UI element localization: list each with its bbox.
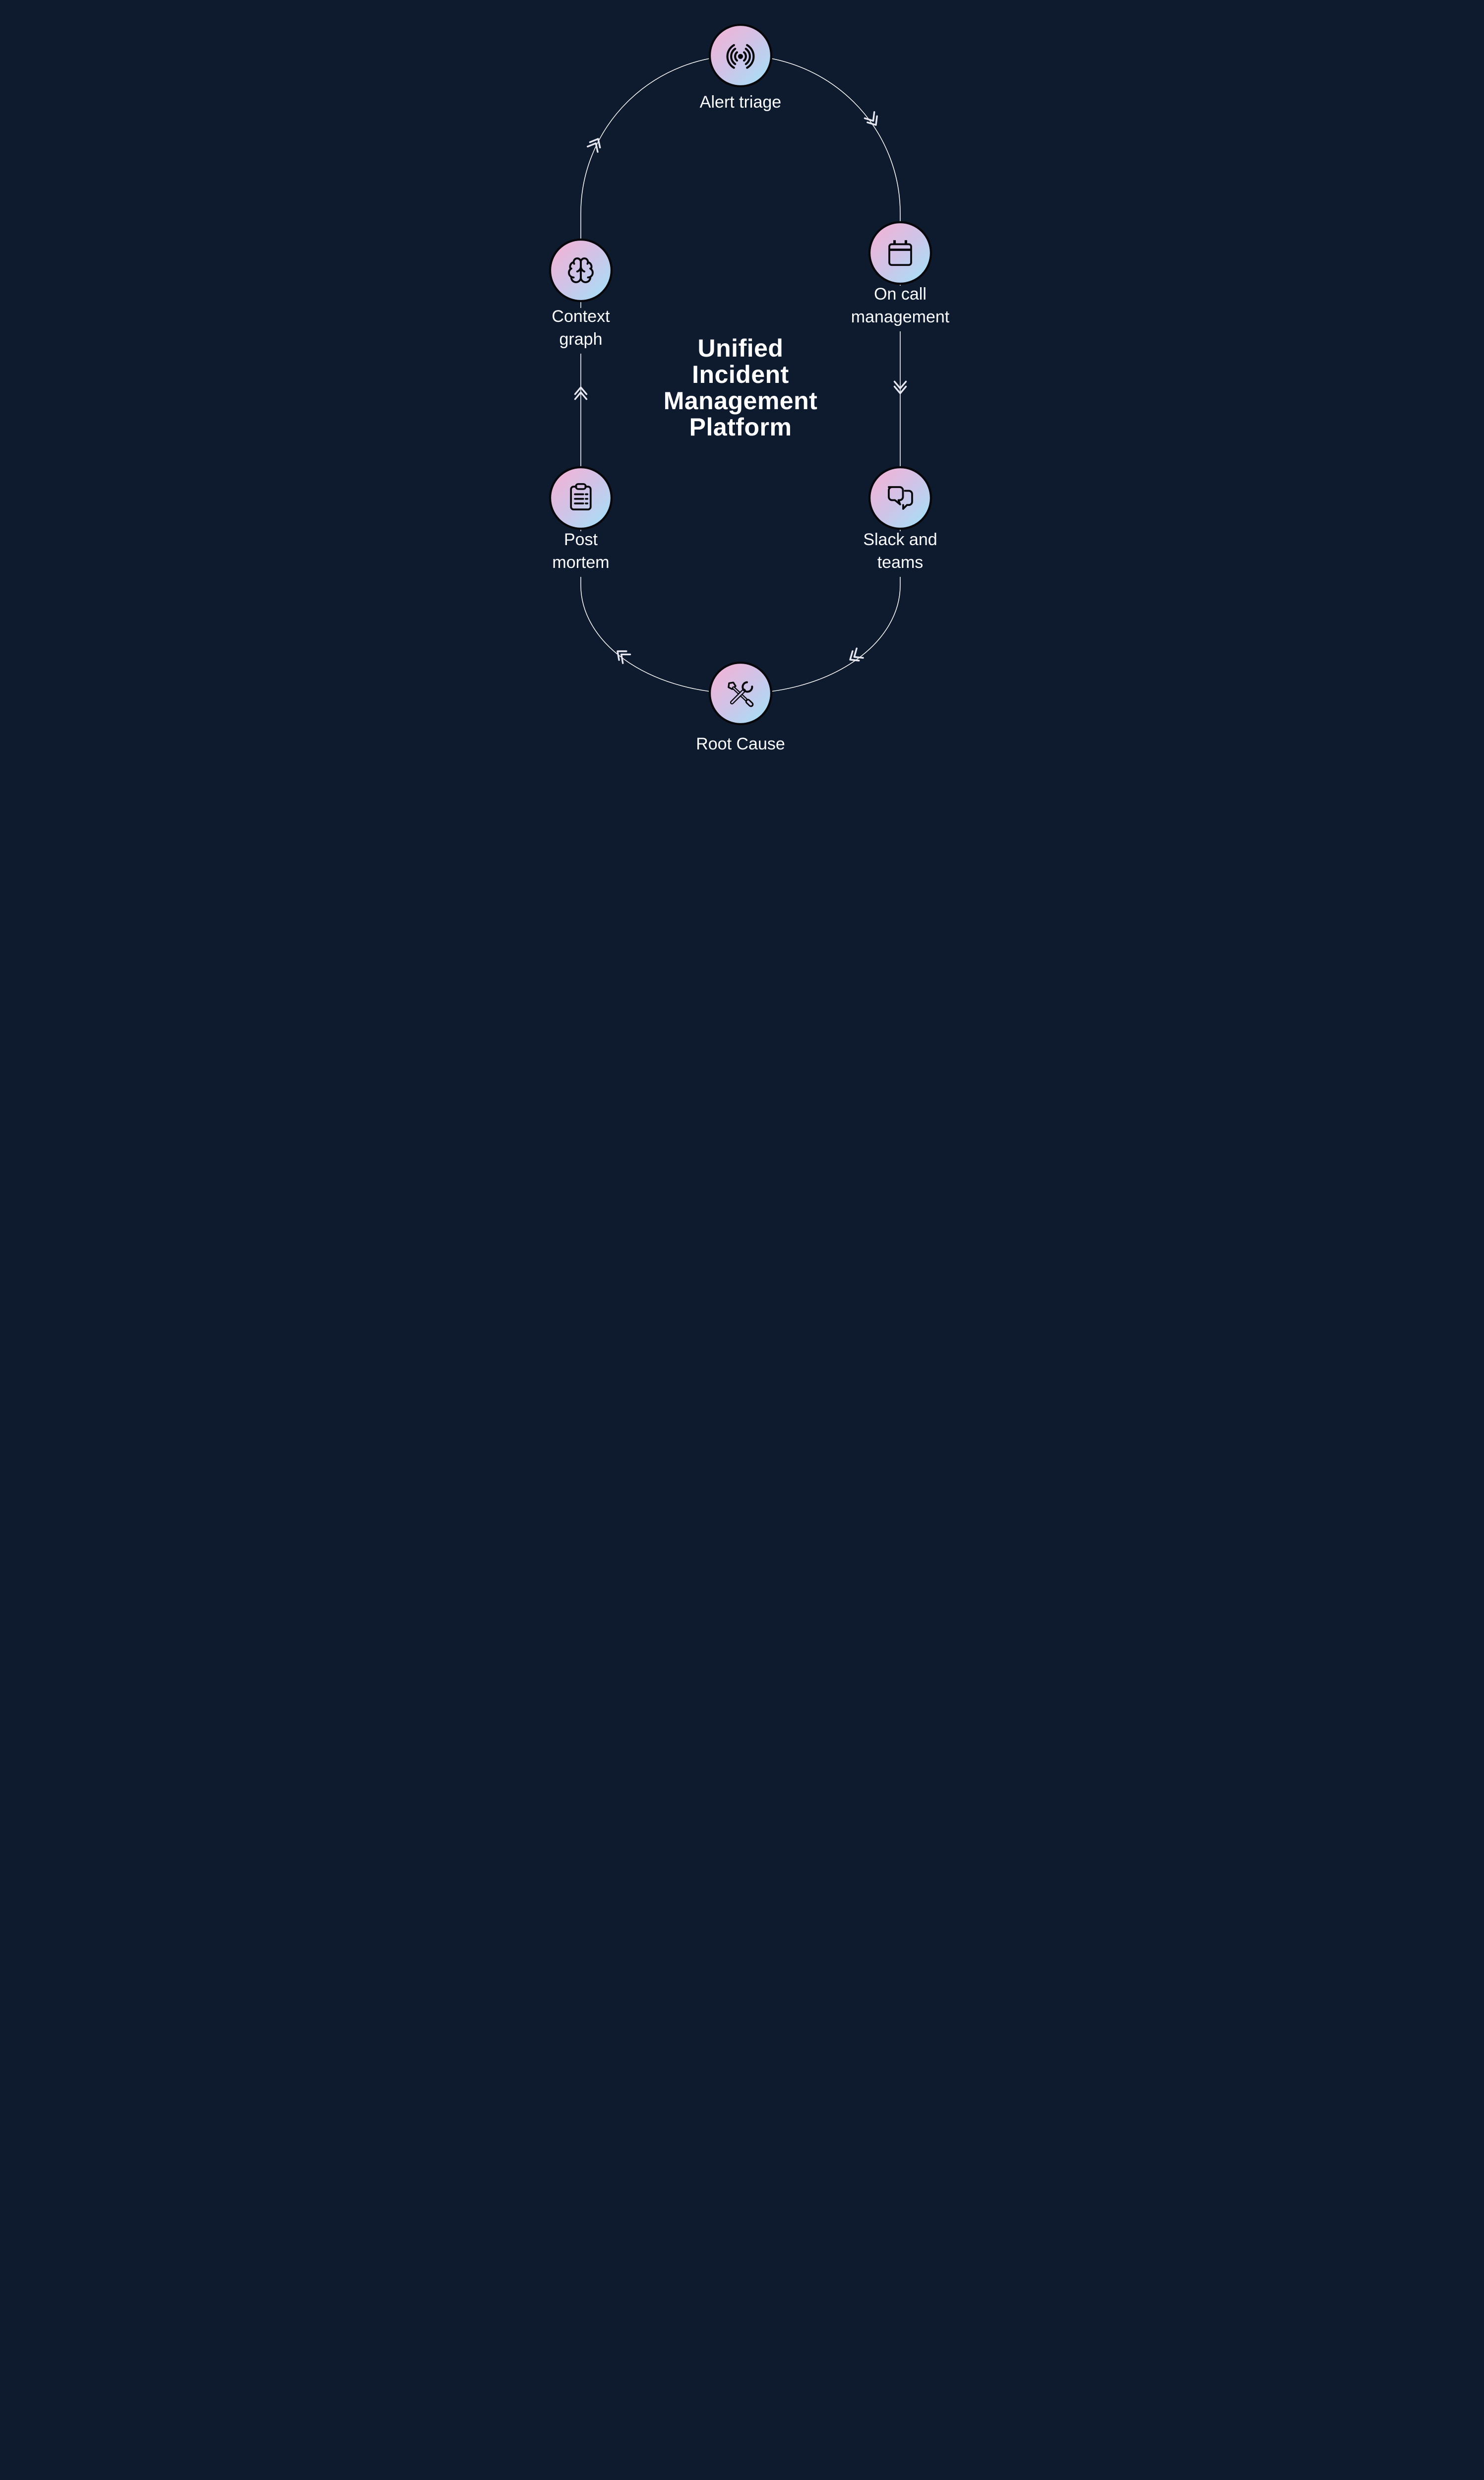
title-line-2: Incident xyxy=(692,361,789,388)
brain-icon xyxy=(567,257,594,283)
chevron-arrow-right-down-icon xyxy=(893,380,907,394)
node-circle xyxy=(868,466,932,530)
tools-icon xyxy=(727,681,753,707)
cycle-path xyxy=(580,55,901,694)
node-post-mortem xyxy=(549,466,613,530)
chevron-arrow-left-up-icon xyxy=(574,386,587,400)
incident-management-cycle-diagram: Alert triage On call management Slack an… xyxy=(510,0,974,782)
label-on-call-line1: On call xyxy=(874,285,927,304)
label-context-graph-line1: Context xyxy=(552,307,610,326)
label-root-cause: Root Cause xyxy=(696,735,785,753)
node-on-call-management xyxy=(868,221,932,285)
label-context-graph-line2: graph xyxy=(559,330,602,349)
clipboard-icon xyxy=(569,483,592,510)
label-post-mortem-line2: mortem xyxy=(552,553,609,572)
chat-bubbles-icon xyxy=(887,486,913,510)
label-on-call-line2: management xyxy=(851,308,949,326)
label-post-mortem-line1: Post xyxy=(563,530,598,549)
label-backdrop xyxy=(841,531,959,577)
label-slack-teams-line2: teams xyxy=(877,553,923,572)
label-slack-teams-line1: Slack and xyxy=(863,530,937,549)
title-line-1: Unified xyxy=(697,334,783,362)
title-line-3: Management xyxy=(663,387,817,415)
label-backdrop xyxy=(841,286,959,331)
label-backdrop xyxy=(522,308,639,354)
chevron-arrow-top-left-icon xyxy=(586,138,601,153)
title-line-4: Platform xyxy=(689,413,792,441)
node-slack-and-teams xyxy=(868,466,932,530)
chevron-arrow-bottom-right-icon xyxy=(849,647,864,662)
page-title: Unified Incident Management Platform xyxy=(663,334,817,441)
chevron-arrow-bottom-left-icon xyxy=(616,650,631,664)
node-alert-triage xyxy=(708,23,772,88)
node-circle xyxy=(868,221,932,285)
broadcast-signal-icon xyxy=(726,44,754,69)
label-alert-triage: Alert triage xyxy=(699,93,781,112)
calendar-icon xyxy=(888,240,912,266)
node-context-graph xyxy=(549,238,613,303)
chevron-arrow-top-right-icon xyxy=(864,111,878,126)
label-backdrop xyxy=(522,531,639,577)
cycle-diagram-svg: Alert triage On call management Slack an… xyxy=(522,23,959,753)
node-root-cause xyxy=(708,661,772,726)
